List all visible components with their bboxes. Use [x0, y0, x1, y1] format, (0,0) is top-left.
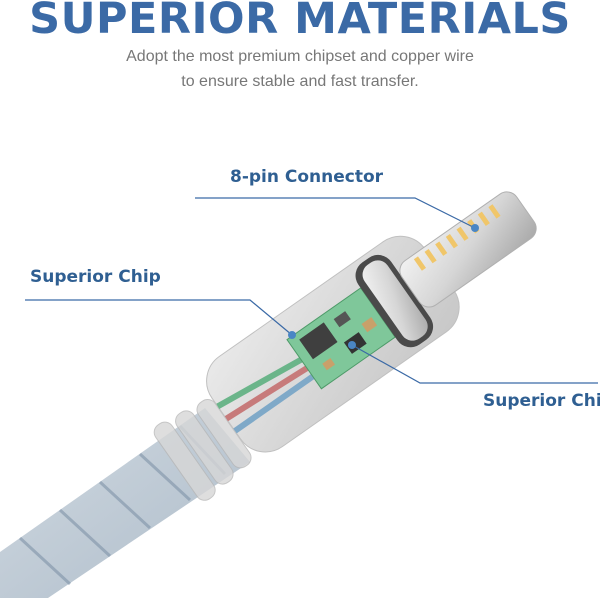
- page-title: SUPERIOR MATERIALS: [29, 0, 571, 44]
- callout-dot: [348, 341, 356, 349]
- callout-chip-right: Superior Chip: [483, 391, 600, 411]
- callout-dot: [288, 331, 296, 339]
- callout-dot: [471, 224, 479, 232]
- braided-cable: [0, 399, 252, 598]
- callout-lines: [25, 197, 598, 384]
- subtitle-line-2: to ensure stable and fast transfer.: [181, 73, 419, 90]
- subtitle-line-1: Adopt the most premium chipset and coppe…: [126, 48, 474, 65]
- connector-housing: [206, 191, 537, 453]
- callout-connector: 8-pin Connector: [230, 167, 384, 187]
- lightning-tip: [399, 191, 537, 308]
- callout-chip-left: Superior Chip: [30, 267, 161, 287]
